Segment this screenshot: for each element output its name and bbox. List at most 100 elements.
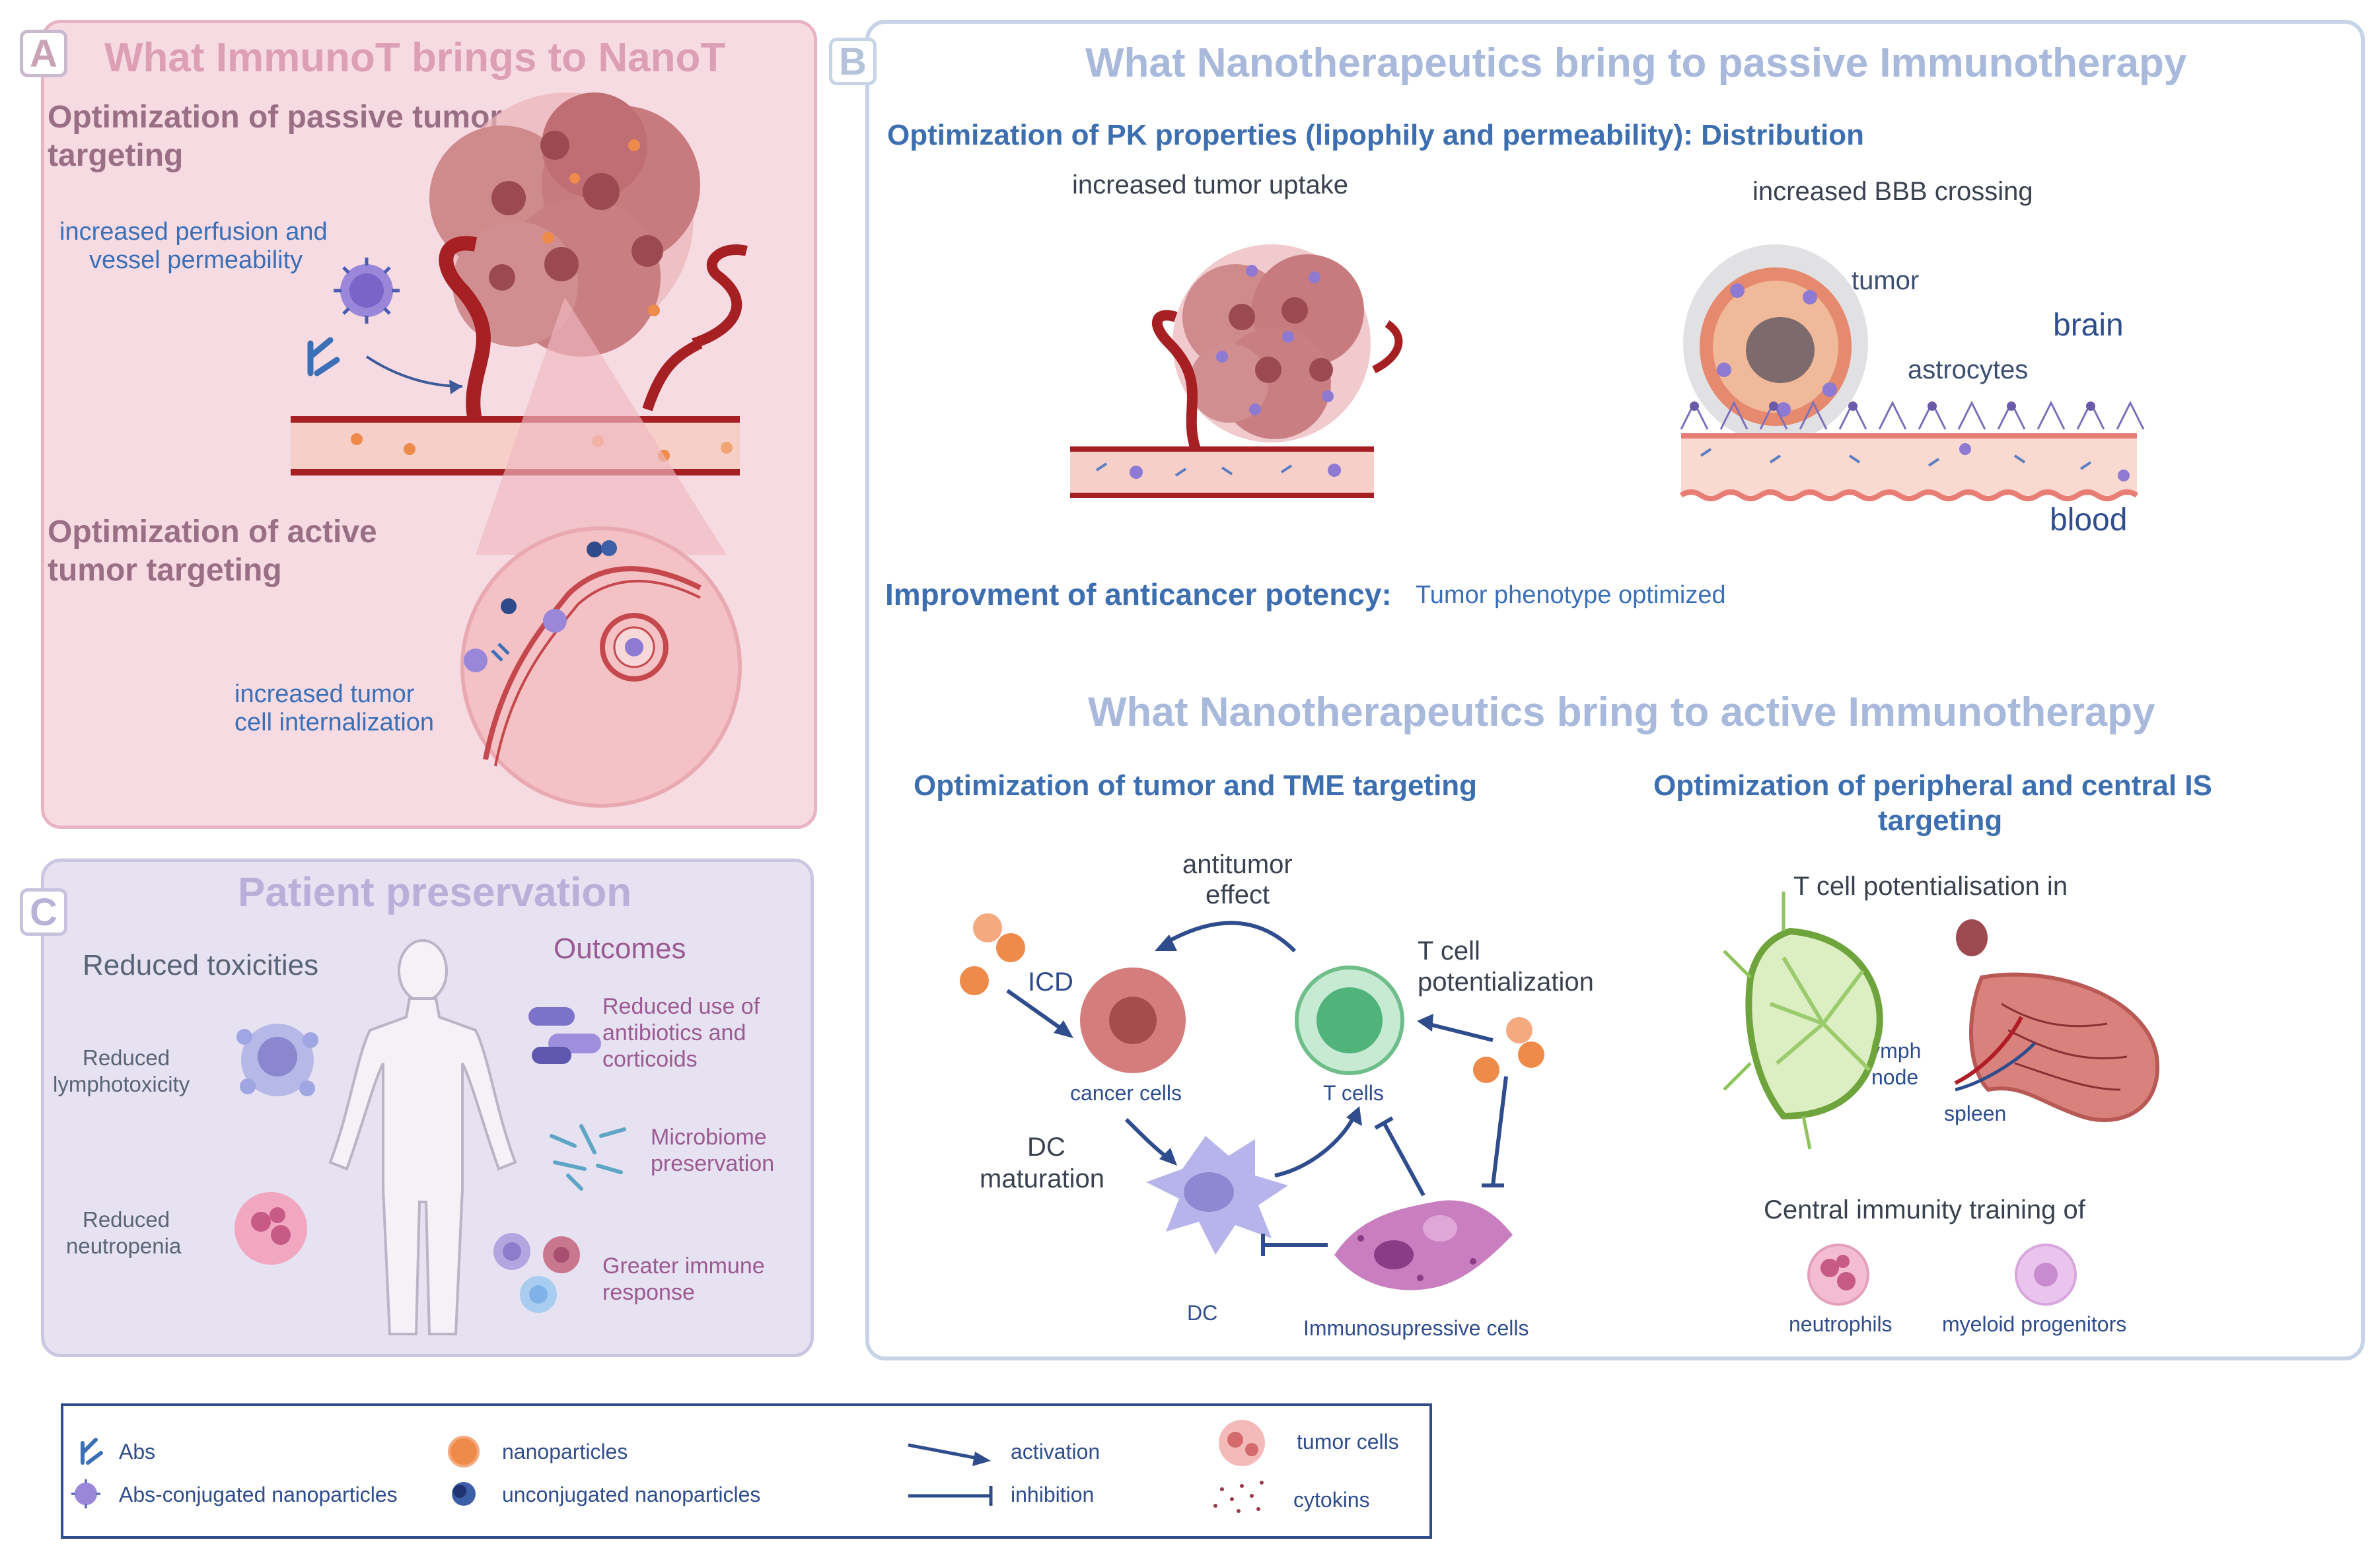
- legend-abs-conjugated-icon: [71, 1479, 100, 1508]
- legend-nanoparticle-icon: [448, 1436, 480, 1467]
- neutropenia-label-line1: Reduced: [83, 1207, 170, 1232]
- legend-abs-label: Abs: [119, 1440, 156, 1463]
- neutrophils-label: neutrophils: [1789, 1312, 1893, 1336]
- lymphotoxicity-label-line2: lymphotoxicity: [53, 1072, 190, 1096]
- legend-tumor-cells-label: tumor cells: [1297, 1430, 1399, 1454]
- t-cell-potentialisation-heading: T cell potentialisation in: [1793, 872, 2068, 901]
- immunosuppressive-cells-label: Immunosupressive cells: [1303, 1316, 1529, 1340]
- pills-icon: [528, 1007, 601, 1064]
- legend-activation-icon: [908, 1443, 991, 1466]
- legend-cytokins-icon: [1213, 1481, 1264, 1513]
- active-immunotherapy-title: What Nanotherapeutics bring to active Im…: [1088, 689, 2155, 735]
- spleen-icon: [1954, 919, 2160, 1122]
- tme-targeting-heading: Optimization of tumor and TME targeting: [914, 769, 1478, 802]
- dc-maturation-label-line1: DC: [1027, 1133, 1065, 1162]
- passive-targeting-heading-line1: Optimization of passive tumor: [48, 100, 503, 135]
- immune-response-label-line2: response: [602, 1280, 695, 1305]
- legend-box: [61, 1403, 1432, 1539]
- legend-tumor-cells-icon: [1219, 1420, 1265, 1466]
- t-cell-potentialization-label-line2: potentialization: [1418, 968, 1594, 997]
- legend-inhibition-icon: [908, 1486, 993, 1506]
- legend-abs-conjugated-label: Abs-conjugated nanoparticles: [119, 1483, 398, 1506]
- tumor-uptake-label: increased tumor uptake: [1072, 170, 1349, 199]
- neutrophil-cell-icon: [1807, 1244, 1869, 1306]
- tumor-label: tumor: [1852, 266, 1920, 295]
- reduced-toxicities-heading: Reduced toxicities: [83, 949, 319, 981]
- active-targeting-heading-line1: Optimization of active: [48, 514, 377, 549]
- immune-cells-icon: [493, 1233, 580, 1313]
- microbiome-label-line2: preservation: [651, 1151, 775, 1176]
- bbb-crossing-label: increased BBB crossing: [1752, 177, 2033, 206]
- potency-detail: Tumor phenotype optimized: [1416, 581, 1726, 609]
- myeloid-progenitor-icon: [2015, 1244, 2077, 1306]
- internalization-label-line2: cell internalization: [234, 709, 435, 736]
- pk-properties-heading: Optimization of PK properties (lipophily…: [887, 119, 1864, 151]
- dc-label: DC: [1187, 1301, 1218, 1325]
- panel-a-title: What ImmunoT brings to NanoT: [104, 35, 726, 81]
- lymph-node-icon: [1723, 892, 1883, 1150]
- panel-c-letter: C: [20, 888, 67, 936]
- legend-inhibition-label: inhibition: [1011, 1483, 1095, 1506]
- passive-targeting-heading-line2: targeting: [48, 138, 184, 173]
- astrocytes-label: astrocytes: [1908, 355, 2029, 384]
- panel-b: [865, 20, 2365, 1360]
- lymph-node-label-line2: node: [1871, 1065, 1919, 1089]
- immunosuppressive-cell-icon: [1334, 1200, 1513, 1290]
- internalization-label-line1: increased tumor: [234, 680, 415, 708]
- tumor-mass-icon: [429, 92, 700, 357]
- antitumor-effect-label-line2: effect: [1206, 880, 1270, 909]
- lymphotoxicity-label-line1: Reduced: [83, 1045, 170, 1070]
- lymphocyte-icon: [236, 1024, 318, 1096]
- myeloid-progenitors-label: myeloid progenitors: [1942, 1312, 2127, 1336]
- abs-conjugated-nanoparticle-icon: [334, 258, 400, 324]
- t-cell-icon: [1295, 966, 1404, 1075]
- legend-cytokins-label: cytokins: [1293, 1488, 1370, 1512]
- antibiotics-label-line2: antibiotics and: [602, 1020, 746, 1045]
- legend-unconjugated-label: unconjugated nanoparticles: [502, 1483, 761, 1506]
- dc-maturation-label-line2: maturation: [980, 1164, 1104, 1193]
- tumor-uptake-icon: [1070, 244, 1403, 498]
- is-targeting-heading-line1: Optimization of peripheral and central I…: [1653, 769, 2212, 802]
- antibody-icon: [307, 337, 340, 376]
- legend-activation-label: activation: [1011, 1440, 1100, 1463]
- t-cell-potentialization-label-line1: T cell: [1418, 936, 1480, 966]
- is-targeting-heading-line2: targeting: [1878, 804, 2003, 837]
- bbb-crossing-icon: [1679, 244, 2145, 501]
- legend-antibody-icon: [81, 1438, 103, 1465]
- perfusion-label-line2: vessel permeability: [89, 246, 303, 274]
- tumor-cell-zoom-icon: [460, 526, 742, 808]
- immune-response-label-line1: Greater immune: [602, 1253, 765, 1279]
- antitumor-effect-label-line1: antitumor: [1182, 850, 1293, 879]
- cancer-cell-icon: [1080, 968, 1186, 1073]
- neutropenia-label-line2: neutropenia: [66, 1234, 182, 1258]
- legend-nanoparticles-label: nanoparticles: [502, 1440, 628, 1463]
- t-cells-label: T cells: [1323, 1081, 1384, 1105]
- central-immunity-training-heading: Central immunity training of: [1764, 1195, 2085, 1224]
- panel-c-title: Patient preservation: [238, 870, 632, 915]
- human-body-icon: [328, 939, 517, 1335]
- legend-unconjugated-icon: [452, 1482, 476, 1506]
- dendritic-cell-icon: [1146, 1136, 1288, 1255]
- active-targeting-heading-line2: tumor targeting: [48, 553, 282, 588]
- perfusion-label-line1: increased perfusion and: [59, 218, 328, 246]
- panel-a-letter: A: [20, 30, 67, 77]
- microbiome-label-line1: Microbiome: [651, 1125, 767, 1150]
- brain-label: brain: [2053, 308, 2124, 343]
- blood-label: blood: [2050, 503, 2128, 538]
- neutrophil-icon: [234, 1192, 307, 1265]
- potency-heading: Improvment of anticancer potency:: [885, 577, 1392, 612]
- nanoparticles-cluster-icon: [960, 913, 1025, 995]
- antibiotics-label-line1: Reduced use of: [602, 994, 760, 1019]
- t-cell-nanoparticles-icon: [1473, 1017, 1544, 1083]
- microbiome-icon: [550, 1124, 626, 1191]
- antibiotics-label-line3: corticoids: [602, 1047, 698, 1072]
- panel-b-letter: B: [829, 38, 877, 85]
- cancer-cells-label: cancer cells: [1070, 1081, 1182, 1105]
- passive-immunotherapy-title: What Nanotherapeutics bring to passive I…: [1085, 40, 2187, 86]
- spleen-label: spleen: [1944, 1102, 2007, 1125]
- icd-label: ICD: [1028, 968, 1073, 997]
